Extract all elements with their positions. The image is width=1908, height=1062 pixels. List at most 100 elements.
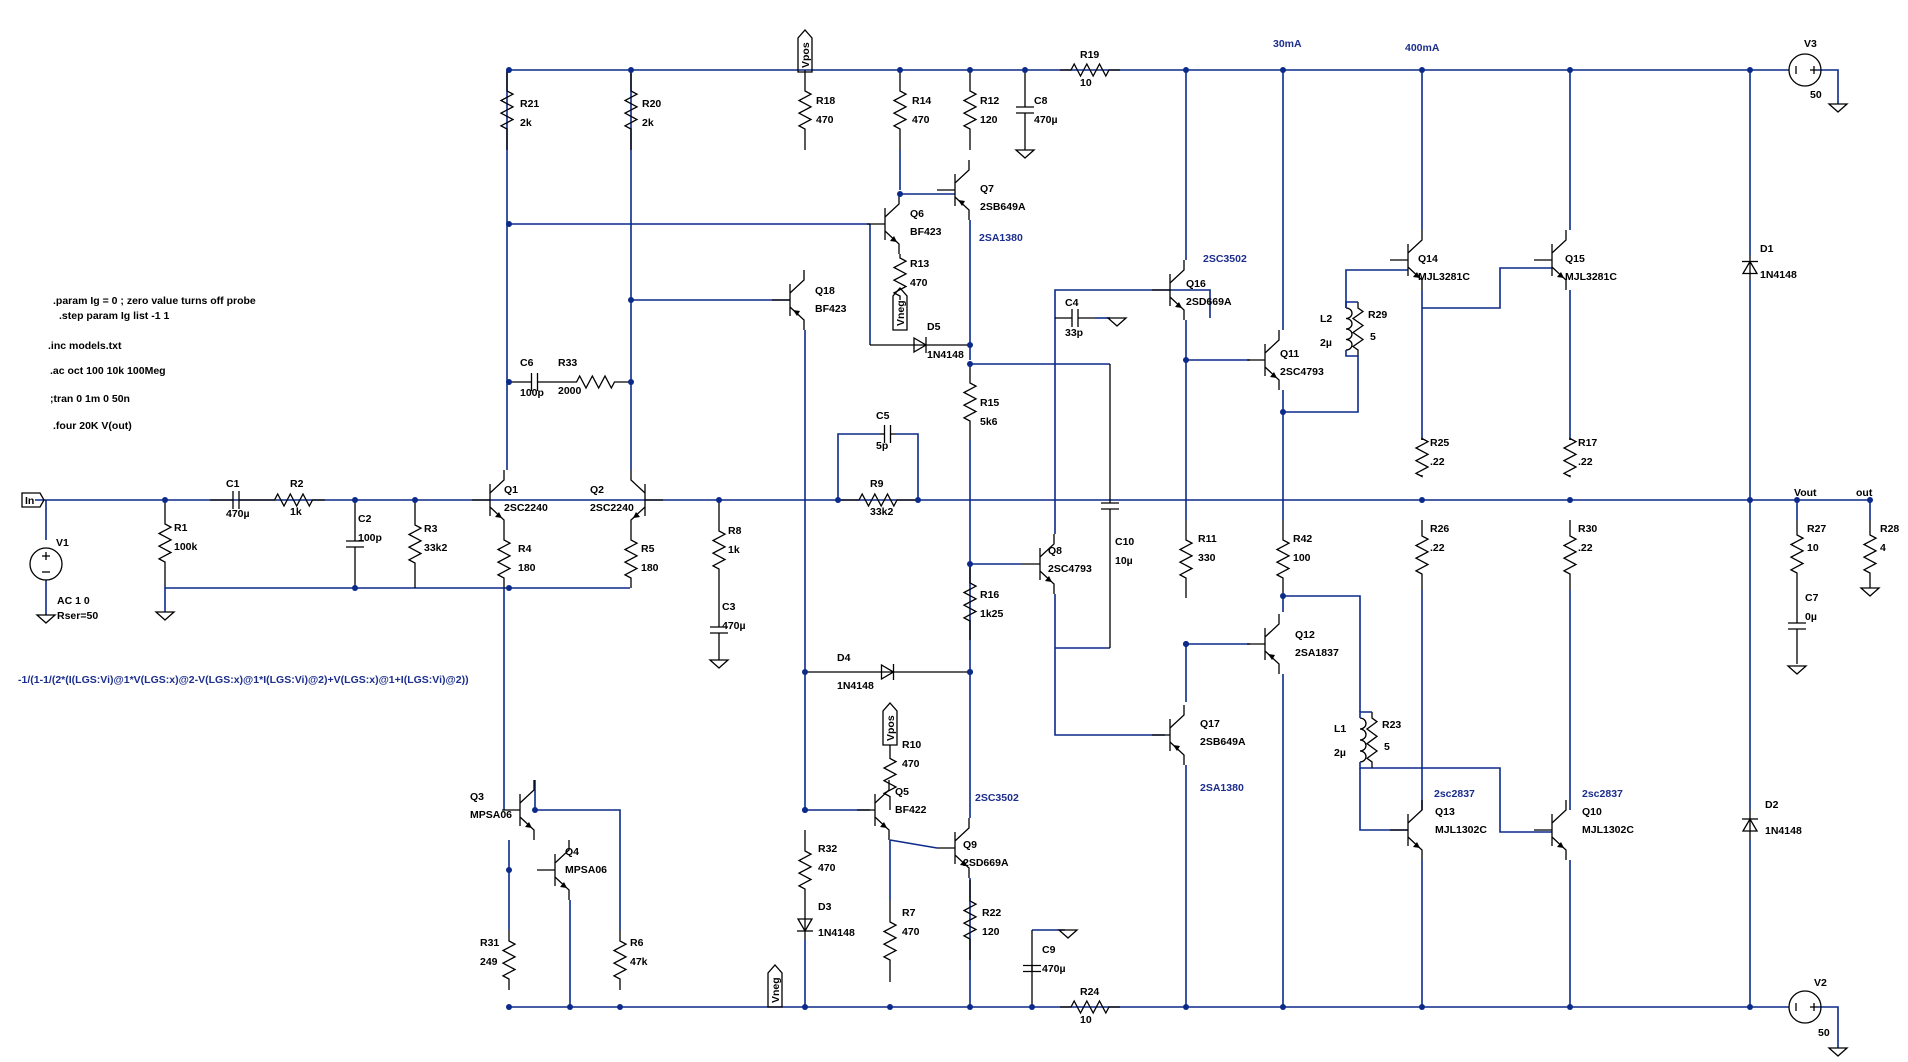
junction-dot bbox=[897, 191, 903, 197]
capacitor-value: 100p bbox=[358, 532, 382, 544]
resistor-body bbox=[496, 530, 512, 588]
wire bbox=[535, 809, 621, 930]
resistor-value: 470 bbox=[902, 926, 920, 938]
transistor-model: 2SB649A bbox=[1200, 736, 1246, 748]
diode-ref: D5 bbox=[927, 321, 941, 333]
ground-triangle bbox=[1827, 1047, 1849, 1057]
junction-dot bbox=[1029, 1004, 1035, 1010]
ground-triangle bbox=[1786, 665, 1808, 675]
junction-dot bbox=[506, 379, 512, 385]
junction-dot bbox=[567, 1004, 573, 1010]
bjt-collector bbox=[1039, 534, 1055, 558]
resistor-body bbox=[1562, 520, 1578, 590]
resistor-r26[interactable]: R26.22 bbox=[1414, 520, 1449, 590]
source-value: AC 1 0 bbox=[57, 595, 90, 607]
wire bbox=[1359, 768, 1408, 831]
bjt-emitter bbox=[1169, 296, 1185, 320]
resistor-ref: R21 bbox=[520, 98, 539, 110]
resistor-ref: R6 bbox=[630, 937, 644, 949]
resistor-r25[interactable]: R25.22 bbox=[1414, 437, 1449, 478]
ground-triangle bbox=[154, 611, 176, 621]
wire bbox=[1359, 711, 1372, 718]
resistor-r17[interactable]: R17.22 bbox=[1562, 437, 1597, 478]
bjt-arrow bbox=[890, 236, 897, 242]
junction-dot bbox=[1183, 67, 1189, 73]
resistor-r30[interactable]: R30.22 bbox=[1562, 520, 1597, 590]
resistor-body bbox=[797, 70, 813, 150]
source-rser: Rser=50 bbox=[57, 610, 98, 622]
junction-dot bbox=[628, 297, 634, 303]
net-label-vout: Vout bbox=[1794, 487, 1817, 499]
